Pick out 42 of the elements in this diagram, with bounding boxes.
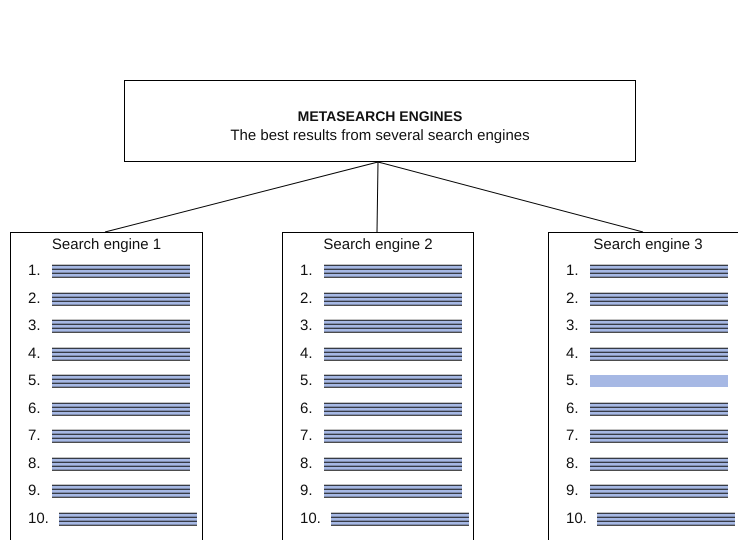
list-number: 1. [566,262,579,280]
list-number: 4. [28,344,41,362]
list-number: 10. [300,510,321,528]
list-number: 10. [28,510,49,528]
list-number: 10. [566,510,587,528]
list-number: 7. [566,427,579,445]
result-list-box [548,232,738,540]
list-number: 1. [300,262,313,280]
list-number: 6. [566,400,579,418]
list-heading: Search engine 2 [322,236,434,254]
list-number: 3. [300,317,313,335]
list-number: 7. [28,427,41,445]
result-list-box [282,232,474,540]
list-number: 6. [28,400,41,418]
list-number: 8. [28,454,41,472]
title-box [124,80,636,162]
list-number: 2. [28,290,41,308]
list-number: 9. [566,482,579,500]
list-number: 2. [566,290,579,308]
list-heading: Search engine 3 [592,236,704,254]
list-number: 4. [300,344,313,362]
list-number: 4. [566,344,579,362]
list-number: 3. [28,317,41,335]
subheading: The best results from several search engines [229,127,531,145]
heading: METASEARCH ENGINES [296,107,464,125]
list-number: 5. [300,372,313,390]
result-list-box [10,232,203,540]
list-number: 9. [300,482,313,500]
list-number: 6. [300,400,313,418]
list-number: 3. [566,317,579,335]
connector-line [378,162,644,232]
list-heading: Search engine 1 [50,236,162,254]
list-number: 5. [28,372,41,390]
connector-line [376,162,378,232]
list-number: 7. [300,427,313,445]
connector-line [104,162,378,232]
list-number: 8. [566,454,579,472]
list-number: 8. [300,454,313,472]
list-number: 1. [28,262,41,280]
list-number: 2. [300,290,313,308]
list-number: 9. [28,482,41,500]
list-number: 5. [566,372,579,390]
